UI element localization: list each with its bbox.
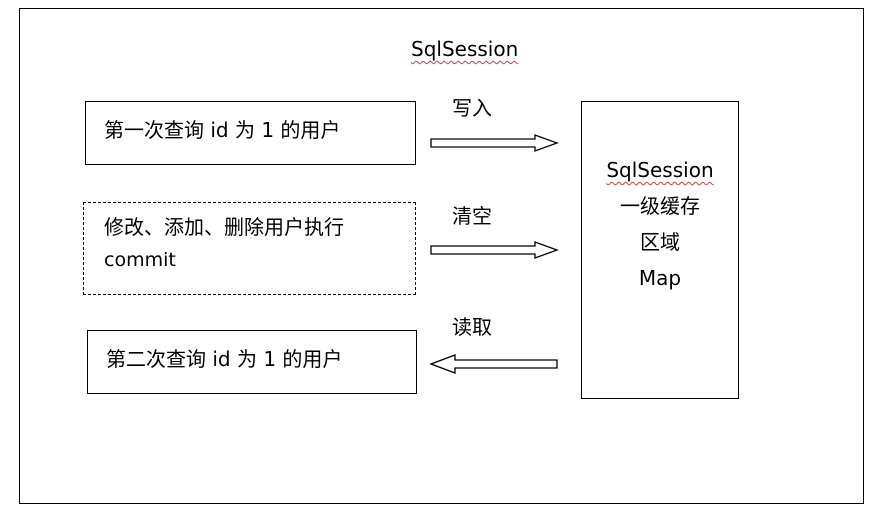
write-arrow-icon: [430, 134, 559, 152]
cache-box: SqlSession 一级缓存 区域 Map: [581, 101, 739, 399]
cache-label-map: Map: [638, 266, 682, 290]
write-label: 写入: [452, 96, 492, 120]
read-arrow-icon: [429, 354, 558, 374]
first-query-label: 第一次查询 id 为 1 的用户: [104, 118, 341, 142]
clear-label: 清空: [452, 204, 492, 228]
cache-label-first-level: 一级缓存: [620, 194, 700, 218]
second-query-box: 第二次查询 id 为 1 的用户: [87, 330, 417, 394]
clear-arrow-icon: [430, 241, 559, 259]
read-label: 读取: [452, 315, 492, 339]
cache-label-region: 区域: [640, 230, 680, 254]
modify-label-line2: commit: [104, 249, 176, 271]
diagram-title: SqlSession: [411, 37, 519, 61]
cache-label-sqlsession: SqlSession: [606, 158, 714, 182]
modify-label-line1: 修改、添加、删除用户执行: [104, 215, 344, 239]
second-query-label: 第二次查询 id 为 1 的用户: [106, 347, 343, 371]
first-query-box: 第一次查询 id 为 1 的用户: [85, 101, 416, 165]
modify-box: 修改、添加、删除用户执行 commit: [83, 202, 416, 295]
diagram-frame: [19, 8, 864, 504]
